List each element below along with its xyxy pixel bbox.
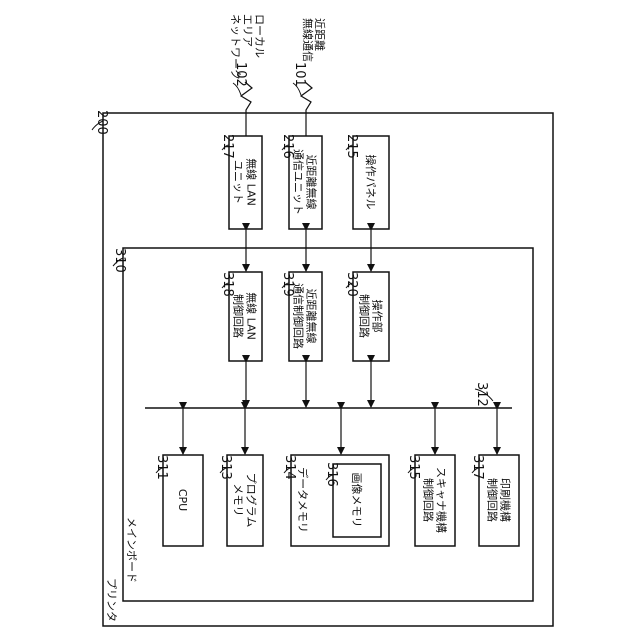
wireless-lan-controller-label: 無線 LAN制御回路 — [232, 292, 259, 340]
print-control-label: 印刷機構制御回路 — [486, 478, 513, 522]
wireless-lan-unit-label: 無線 LANユニット — [232, 158, 259, 206]
cpu-label: CPU — [176, 489, 189, 511]
operation-controller-label: 操作部制御回路 — [358, 294, 385, 338]
ref-101: 101 — [292, 62, 307, 87]
ref-317: 317 — [470, 455, 485, 480]
ref-310: 310 — [112, 248, 127, 273]
ref-102: 102 — [233, 62, 248, 87]
data-memory-label: データメモリ — [296, 467, 310, 533]
ref-312: 312 — [474, 382, 489, 407]
near-network-label: 近距離無線通信 — [301, 18, 327, 62]
ref-315: 315 — [406, 455, 421, 480]
ref-316: 316 — [324, 462, 339, 487]
operation-panel-label: 操作パネル — [364, 155, 378, 210]
ref-320: 320 — [344, 272, 359, 297]
image-memory-label: 画像メモリ — [350, 473, 363, 528]
ref-314: 314 — [282, 455, 297, 480]
ref-200: 200 — [94, 110, 109, 135]
printer-frame — [103, 113, 553, 626]
printer-label: プリンタ — [105, 578, 118, 622]
near-network-line — [301, 82, 312, 136]
ref-318: 318 — [220, 272, 235, 297]
lan-network-line — [241, 82, 252, 136]
ref-217: 217 — [220, 134, 235, 159]
ref-216: 216 — [280, 134, 295, 159]
mainboard-label: メインボード — [125, 517, 138, 583]
ref-319: 319 — [280, 272, 295, 297]
ref-311: 311 — [154, 455, 169, 480]
ref-215: 215 — [344, 134, 359, 159]
mainboard-frame — [123, 248, 533, 601]
ref-313: 313 — [218, 455, 233, 480]
near-field-unit-label: 近距離無線通信ユニット — [292, 149, 319, 215]
